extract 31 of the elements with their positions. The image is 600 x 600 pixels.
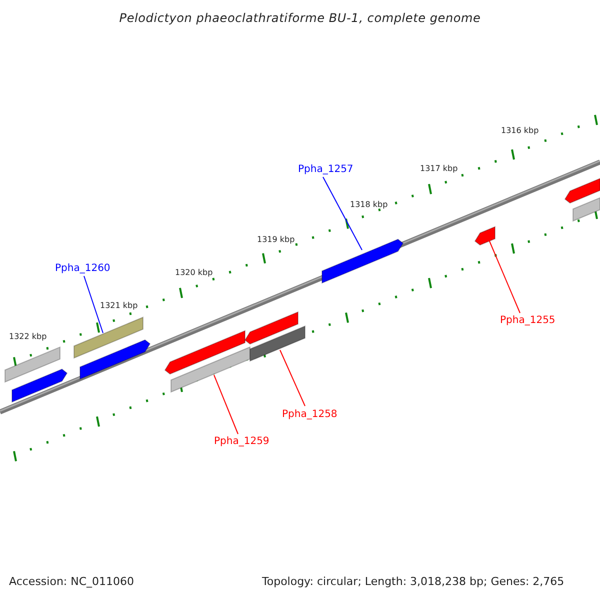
scale-label: 1317 kbp [420, 165, 458, 173]
gene-feature [572, 196, 600, 222]
gene-name: Ppha_1259 [214, 437, 270, 447]
gene-name: Ppha_1260 [55, 264, 110, 274]
gene-name: Ppha_1257 [298, 165, 354, 175]
scale-label: 1320 kbp [175, 269, 213, 277]
gene-feature [474, 226, 496, 246]
gene-feature [74, 316, 144, 359]
gene-feature [564, 178, 600, 204]
genome-info-text: Topology: circular; Length: 3,018,238 bp; Genes: 2,765 [262, 576, 564, 587]
gene-feature [12, 368, 68, 403]
gene-feature [4, 346, 60, 383]
leader-line [322, 176, 362, 250]
leader-line [280, 350, 306, 406]
gene-feature [170, 346, 250, 393]
scale-label: 1319 kbp [257, 236, 295, 244]
leader-line [214, 374, 238, 434]
gene-feature [322, 238, 404, 284]
gene-feature [80, 339, 151, 380]
title: Pelodictyon phaeoclathratiforme BU-1, complete genome [118, 12, 482, 24]
accession-text: Accession: NC_011060 [9, 576, 134, 587]
gene-name: Ppha_1258 [282, 410, 338, 420]
scale-label: 1318 kbp [350, 201, 388, 209]
gene-feature [244, 311, 298, 345]
gene-feature [164, 330, 246, 375]
scale-label: 1316 kbp [501, 127, 539, 135]
gene-feature [250, 325, 306, 362]
scale-label: 1321 kbp [100, 302, 138, 310]
gene-name: Ppha_1255 [500, 316, 556, 326]
leader-line [84, 276, 104, 334]
leader-line [488, 240, 520, 314]
